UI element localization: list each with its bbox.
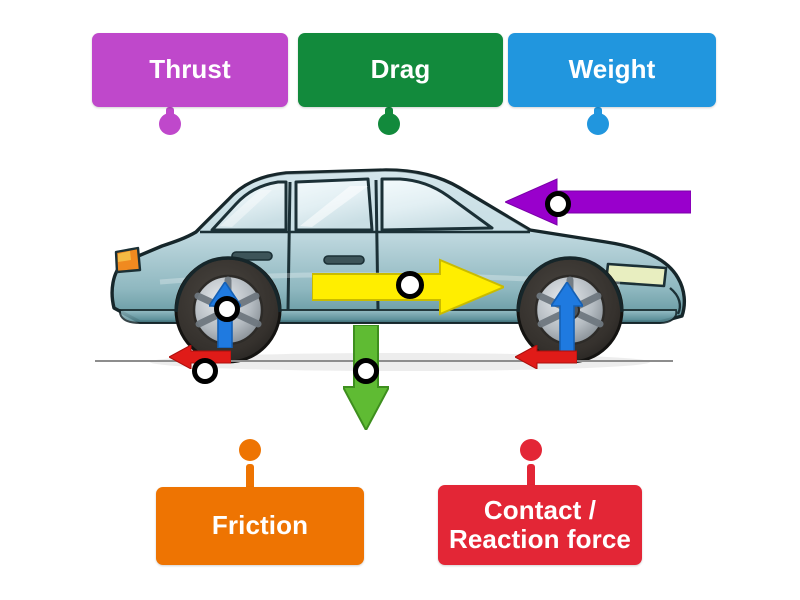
label-card-friction[interactable]: Friction <box>156 487 364 565</box>
front-bumper-crease <box>669 287 682 315</box>
rear-quarter-window <box>210 180 288 232</box>
drag-arrow <box>503 177 692 227</box>
road-line <box>95 360 673 362</box>
rear-wheel-arch <box>174 256 282 313</box>
window-reflection-2 <box>220 190 272 227</box>
connector-knob-thrust[interactable] <box>159 113 181 135</box>
reaction-arrow-front <box>549 280 585 355</box>
window-reflection <box>300 186 368 227</box>
drop-target-thrust[interactable] <box>396 271 424 299</box>
door-seam-rear <box>286 181 292 311</box>
connector-knob-drag[interactable] <box>378 113 400 135</box>
label-card-contact-reaction[interactable]: Contact / Reaction force <box>438 485 642 565</box>
door-handle-rear <box>231 251 273 261</box>
door-handle-front <box>323 255 365 265</box>
connector-knob-contact-reaction[interactable] <box>520 439 542 461</box>
label-card-drag[interactable]: Drag <box>298 33 503 107</box>
label-card-weight[interactable]: Weight <box>508 33 716 107</box>
drop-target-drag[interactable] <box>545 191 571 217</box>
connector-knob-weight[interactable] <box>587 113 609 135</box>
connector-stem-contact-reaction <box>527 464 535 488</box>
drop-target-friction[interactable] <box>192 358 218 384</box>
connector-knob-friction[interactable] <box>239 439 261 461</box>
front-door-window <box>380 177 494 232</box>
drop-target-weight[interactable] <box>353 358 379 384</box>
connector-stem-friction <box>246 464 254 490</box>
front-wheel-arch <box>516 256 624 313</box>
tail-light-highlight <box>118 251 131 262</box>
drop-target-reaction[interactable] <box>214 296 240 322</box>
label-card-thrust[interactable]: Thrust <box>92 33 288 107</box>
friction-arrow-front <box>513 344 578 370</box>
